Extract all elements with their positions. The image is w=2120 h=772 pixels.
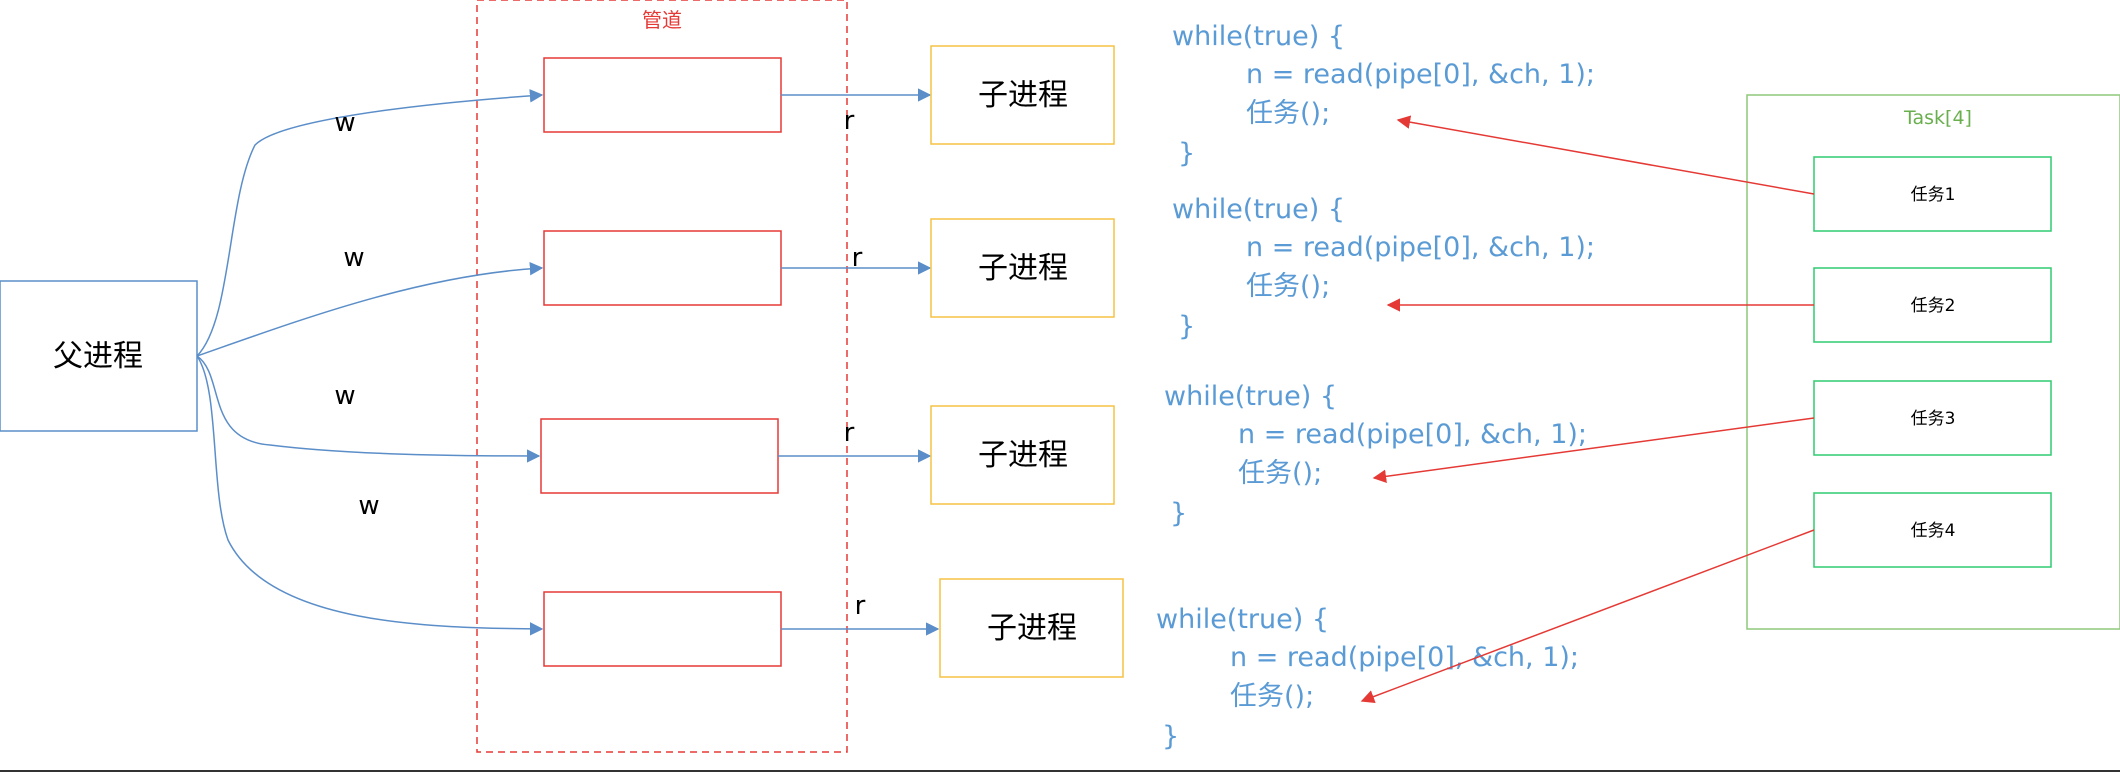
child-process-label-2: 子进程	[978, 251, 1068, 286]
read-label-1: r	[844, 106, 855, 136]
task-label-1: 任务1	[1911, 185, 1956, 205]
task-label-2: 任务2	[1911, 296, 1956, 316]
read-label-4: r	[855, 591, 866, 621]
task-arrow-4	[1360, 529, 1815, 704]
code-line: }	[1170, 498, 1187, 529]
child-process-label-1: 子进程	[978, 78, 1068, 113]
child-process-node-2: 子进程	[930, 218, 1115, 318]
write-label-2: w	[343, 243, 364, 273]
pipe-box-3	[540, 418, 779, 494]
code-line: }	[1178, 311, 1195, 342]
code-line: n = read(pipe[0], &ch, 1);	[1246, 232, 1595, 263]
code-line: }	[1178, 138, 1195, 169]
task-node-3: 任务3	[1813, 380, 2052, 456]
pipe-box-1	[543, 57, 782, 133]
code-line: 任务();	[1230, 681, 1314, 712]
task-arrow-1	[1396, 115, 1815, 195]
code-line: n = read(pipe[0], &ch, 1);	[1246, 59, 1595, 90]
code-line: while(true) {	[1164, 381, 1337, 412]
code-line: while(true) {	[1172, 194, 1345, 225]
code-line: n = read(pipe[0], &ch, 1);	[1238, 419, 1587, 450]
code-line: 任务();	[1246, 271, 1330, 302]
pipe-box-4	[543, 591, 782, 667]
pipes-group-title: 管道	[642, 8, 682, 32]
code-line: 任务();	[1238, 458, 1322, 489]
task-array-group: Task[4]	[1746, 94, 2120, 630]
code-line: n = read(pipe[0], &ch, 1);	[1230, 642, 1579, 673]
write-edge-2	[196, 261, 544, 357]
task-node-4: 任务4	[1813, 492, 2052, 568]
code-line: 任务();	[1246, 98, 1330, 129]
code-line: while(true) {	[1156, 604, 1329, 635]
task-arrow-3	[1372, 417, 1815, 484]
task-label-4: 任务4	[1911, 521, 1956, 541]
code-block-1: while(true) { n = read(pipe[0], &ch, 1);…	[1172, 21, 1595, 169]
write-label-4: w	[358, 491, 379, 521]
code-block-3: while(true) { n = read(pipe[0], &ch, 1);…	[1164, 381, 1587, 529]
task-node-2: 任务2	[1813, 267, 2052, 343]
task-array-title: Task[4]	[1903, 107, 1972, 129]
code-block-2: while(true) { n = read(pipe[0], &ch, 1);…	[1172, 194, 1595, 342]
write-label-3: w	[334, 381, 355, 411]
task-label-3: 任务3	[1911, 409, 1956, 429]
code-line: }	[1162, 721, 1179, 752]
code-block-4: while(true) { n = read(pipe[0], &ch, 1);…	[1156, 604, 1579, 752]
pipe-box-2	[543, 230, 782, 306]
parent-process-node: 父进程	[0, 280, 198, 432]
write-label-1: w	[334, 108, 355, 138]
child-process-label-3: 子进程	[978, 438, 1068, 473]
read-label-2: r	[852, 243, 863, 273]
write-edge-1	[196, 89, 544, 357]
child-process-node-3: 子进程	[930, 405, 1115, 505]
child-process-label-4: 子进程	[987, 611, 1077, 646]
parent-process-label: 父进程	[53, 339, 143, 374]
read-label-3: r	[844, 418, 855, 448]
pipes-group: 管道	[476, 0, 848, 753]
child-process-node-1: 子进程	[930, 45, 1115, 145]
write-edge-3	[196, 355, 541, 463]
child-process-node-4: 子进程	[939, 578, 1124, 678]
write-edge-4	[196, 355, 544, 636]
task-node-1: 任务1	[1813, 156, 2052, 232]
code-line: while(true) {	[1172, 21, 1345, 52]
